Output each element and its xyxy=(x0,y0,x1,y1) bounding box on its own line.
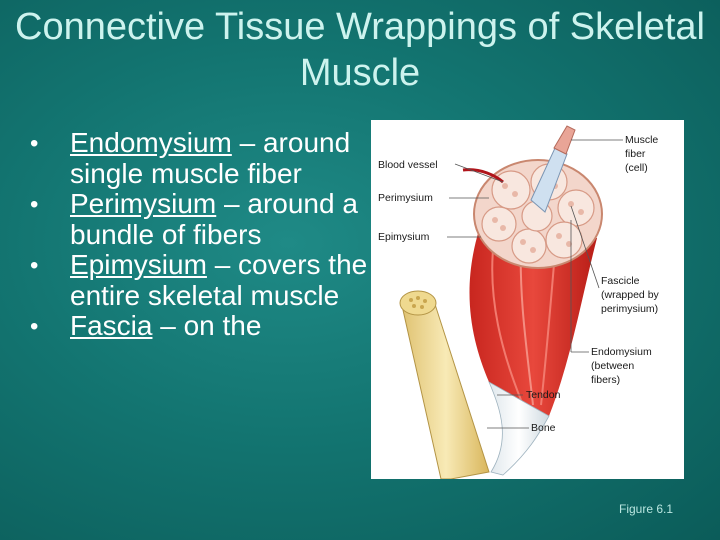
bullet-dot-icon: • xyxy=(30,313,39,340)
label-muscle-fiber: fiber xyxy=(625,148,646,160)
bullet-dot-icon: • xyxy=(30,191,39,218)
muscle-belly xyxy=(469,230,597,420)
label-fascicle: perimysium) xyxy=(601,303,658,315)
label-blood-vessel: Blood vessel xyxy=(378,159,438,171)
tendon-shape xyxy=(488,381,550,476)
bone-end xyxy=(399,290,437,316)
bullet-list: • Endomysium – around single muscle fiber… xyxy=(18,127,368,342)
slide-title: Connective Tissue Wrappings of Skeletal … xyxy=(15,6,705,94)
fascicle-bundle xyxy=(530,147,568,213)
label-muscle-fiber: Muscle xyxy=(625,134,658,146)
bullet-term: Endomysium xyxy=(70,127,232,158)
bullet-text: – around a bundle of fibers xyxy=(70,188,358,250)
bullet-dot-icon: • xyxy=(30,130,39,157)
bullet-fascia: • Fascia – on the xyxy=(18,310,368,342)
label-endomysium: (between xyxy=(591,360,634,372)
label-endomysium: Endomysium xyxy=(591,346,652,358)
bullet-perimysium: • Perimysium – around a bundle of fibers xyxy=(18,188,368,250)
bullet-text: – on the xyxy=(152,310,262,341)
label-bone: Bone xyxy=(531,422,556,434)
label-epimysium: Epimysium xyxy=(378,231,430,243)
bullet-term: Perimysium xyxy=(70,188,217,219)
label-muscle-fiber: (cell) xyxy=(625,162,648,174)
bullet-text: – around single muscle fiber xyxy=(70,127,351,189)
bullet-term: Epimysium xyxy=(70,249,207,280)
label-endomysium: fibers) xyxy=(591,374,620,386)
bullet-epimysium: • Epimysium – covers the entire skeletal … xyxy=(18,249,368,311)
bullet-endomysium: • Endomysium – around single muscle fiber xyxy=(18,127,368,189)
blood-vessel-shape xyxy=(462,168,504,184)
bullet-term: Fascia xyxy=(70,310,153,341)
bullet-text: – covers the entire skeletal muscle xyxy=(70,249,368,311)
label-tendon: Tendon xyxy=(526,389,561,401)
figure-caption: Figure 6.1 xyxy=(619,502,674,516)
bullet-dot-icon: • xyxy=(30,252,39,279)
muscle-illustration: Blood vessel Perimysium Epimysium Muscle… xyxy=(378,125,660,479)
label-fascicle: (wrapped by xyxy=(601,289,660,301)
label-perimysium: Perimysium xyxy=(378,192,433,204)
label-fascicle: Fascicle xyxy=(601,275,640,287)
muscle-anatomy-figure: Blood vessel Perimysium Epimysium Muscle… xyxy=(371,120,684,479)
